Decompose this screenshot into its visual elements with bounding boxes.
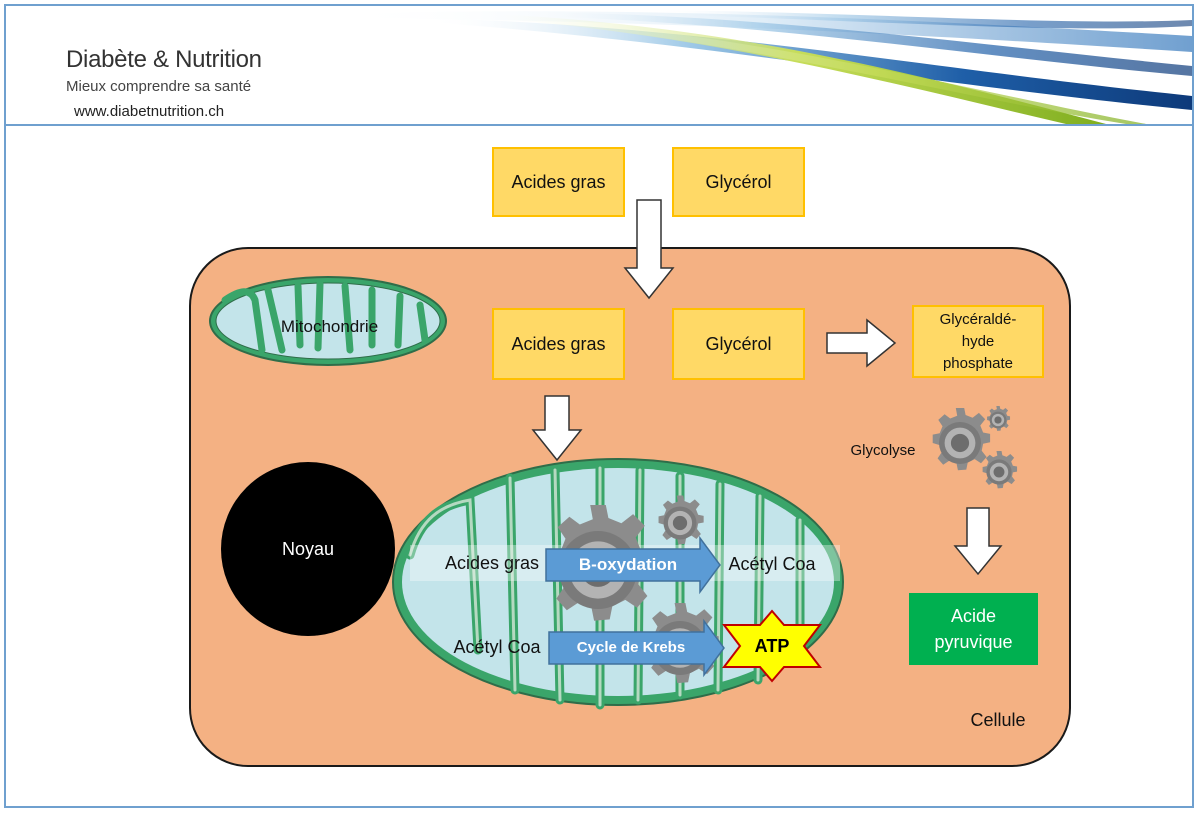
slide-frame (4, 4, 1194, 808)
mito-fatty-acids-label: Acides gras (444, 552, 540, 573)
down-arrow-icon (623, 199, 675, 300)
beta-oxidation-arrow (545, 535, 721, 595)
nucleus-label: Noyau (281, 538, 335, 559)
header-banner (6, 6, 1192, 124)
down-arrow-icon (953, 507, 1003, 576)
mitochondria-label: Mitochondrie (280, 317, 379, 336)
gear-icon (658, 495, 704, 545)
atp-label: ATP (754, 635, 790, 656)
down-arrow-icon (531, 395, 583, 462)
brand-title: Diabète & Nutrition (66, 46, 262, 73)
header-swoosh (336, 10, 1192, 124)
acetyl-coa-input-label: Acétyl Coa (453, 636, 541, 657)
brand-url[interactable]: www.diabetnutrition.ch (74, 103, 225, 120)
fatty-acids-cell-box: Acides gras (492, 308, 625, 380)
cell-label: Cellule (970, 709, 1026, 730)
gear-icon (982, 451, 1018, 489)
acetyl-coa-output-label: Acétyl Coa (728, 553, 816, 574)
glycerol-cell-box: Glycérol (672, 308, 805, 380)
right-arrow-icon (826, 318, 897, 368)
beta-oxidation-label: B-oxydation (578, 555, 678, 574)
glycolysis-label: Glycolyse (850, 441, 916, 459)
pyruvic-acid-box: Acide pyruvique (909, 593, 1038, 665)
g3p-box: Glycéraldé-hyde phosphate (912, 305, 1044, 378)
gear-icon (987, 406, 1011, 431)
krebs-arrow (548, 618, 725, 678)
fatty-acids-top-box: Acides gras (492, 147, 625, 217)
glycerol-top-box: Glycérol (672, 147, 805, 217)
brand-subtitle: Mieux comprendre sa santé (66, 78, 252, 95)
mitochondrion-small (209, 276, 447, 366)
star-icon (721, 609, 823, 683)
gear-icon (932, 408, 991, 471)
nucleus (221, 462, 395, 636)
krebs-cycle-label: Cycle de Krebs (576, 638, 686, 656)
header-divider (6, 124, 1192, 126)
